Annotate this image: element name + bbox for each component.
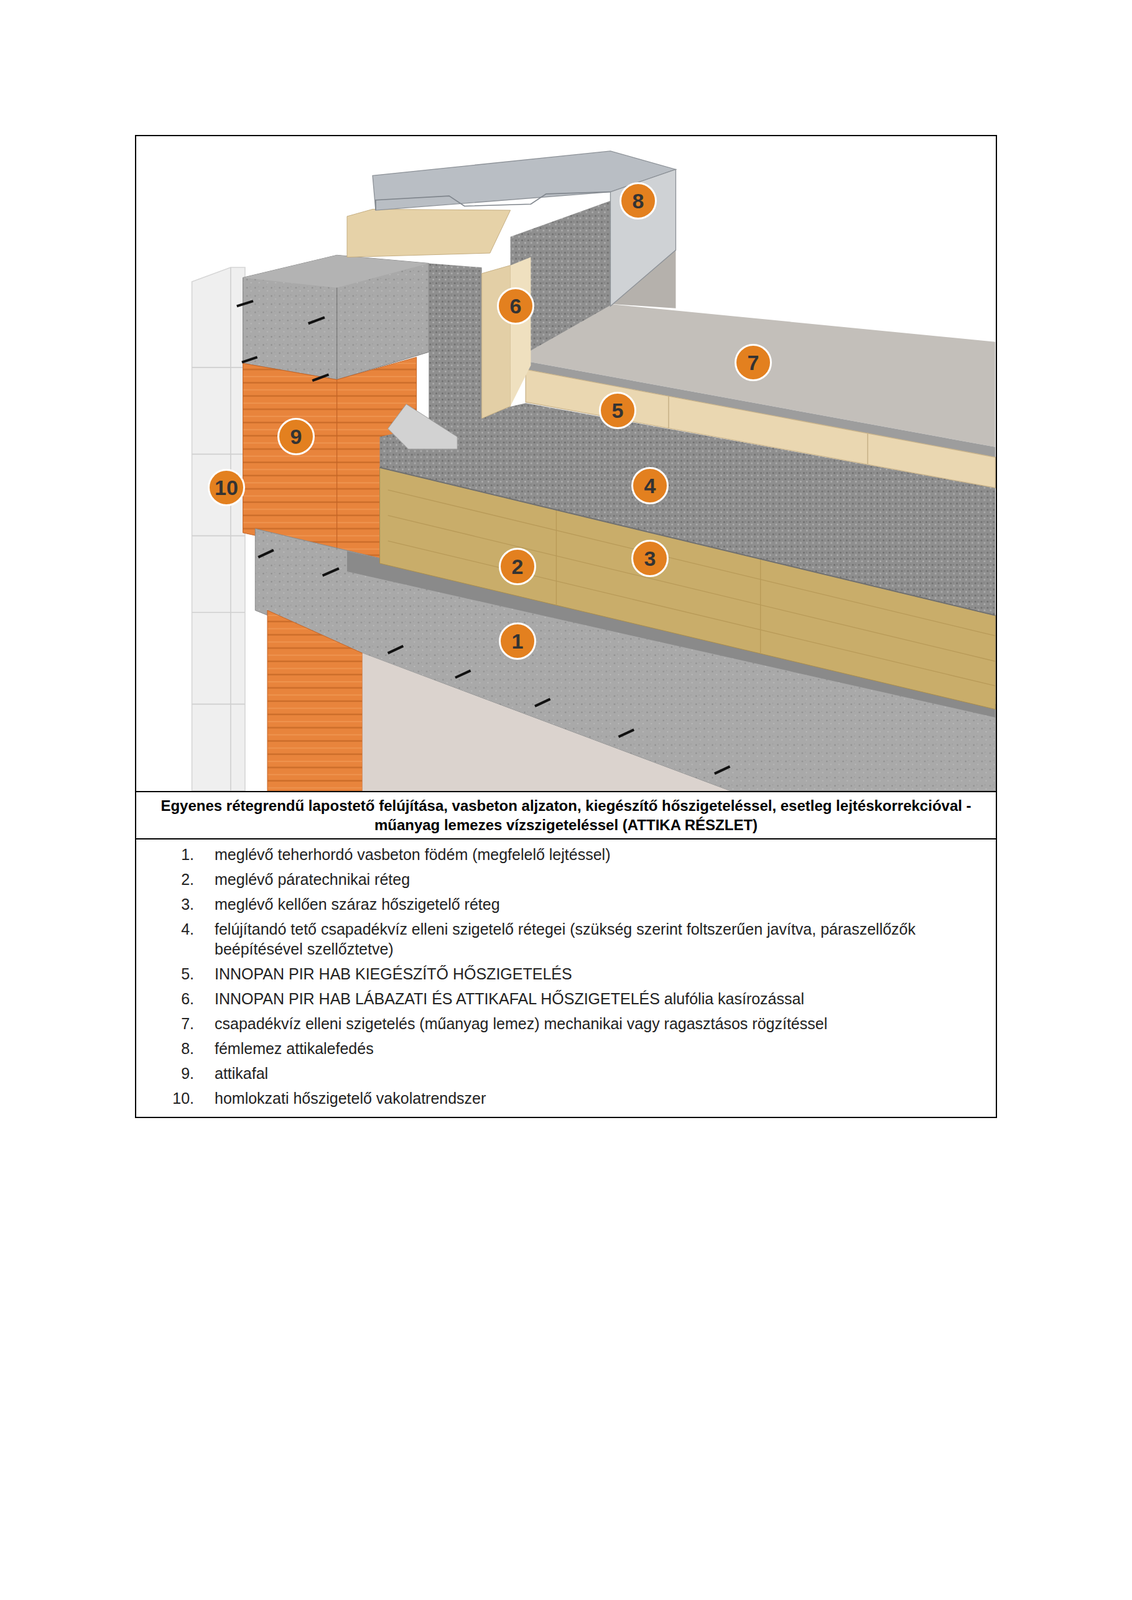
cut-marks xyxy=(236,301,731,774)
pir-attic-board-side xyxy=(510,257,532,407)
metal-coping-flap xyxy=(610,169,676,307)
caption-title: Egyenes rétegrendű lapostető felújítása,… xyxy=(144,796,988,835)
list-item: 3. meglévő kellően száraz hőszigetelő rét… xyxy=(136,891,988,917)
brick-edge xyxy=(336,380,338,560)
callout-circle: 9 xyxy=(277,417,315,456)
callout-circle: 2 xyxy=(498,547,537,586)
ceiling-surface xyxy=(362,653,731,792)
list-item: 5. INNOPAN PIR HAB KIEGÉSZÍTŐ HŐSZIGETELÉ… xyxy=(136,961,988,987)
pir-seams xyxy=(668,396,868,465)
list-item: 6. INNOPAN PIR HAB LÁBAZATI ÉS ATTIKAFAL … xyxy=(136,986,988,1012)
attic-concrete xyxy=(243,255,430,380)
list-text: csapadékvíz elleni szigetelés (műanyag l… xyxy=(214,1011,988,1037)
list-number: 7. xyxy=(136,1011,195,1037)
callout-number: 2 xyxy=(511,556,524,578)
callout-number: 7 xyxy=(747,352,760,374)
pir-coping-insulation xyxy=(347,208,511,257)
illustration-area xyxy=(136,136,996,792)
list-item: 1. meglévő teherhordó vasbeton födém (meg… xyxy=(136,842,988,868)
list-text: INNOPAN PIR HAB KIEGÉSZÍTŐ HŐSZIGETELÉS xyxy=(214,961,988,987)
callout-number: 6 xyxy=(510,295,522,317)
list-number: 9. xyxy=(136,1061,195,1086)
list-item: 2. meglévő páratechnikai réteg xyxy=(136,867,988,892)
callout-circle: 10 xyxy=(207,468,246,507)
list-number: 6. xyxy=(136,986,195,1012)
callout-circle: 7 xyxy=(734,343,772,382)
facade-insulation xyxy=(192,267,246,792)
callout-number: 1 xyxy=(511,630,524,652)
list-number: 8. xyxy=(136,1036,195,1062)
pir-insulation xyxy=(525,369,996,488)
metal-coping-profile xyxy=(375,192,611,211)
list-text: attikafal xyxy=(214,1061,988,1086)
list-text: felújítandó tető csapadékvíz elleni szig… xyxy=(214,916,988,962)
list-number: 4. xyxy=(136,916,195,942)
callout-circle: 5 xyxy=(598,391,637,430)
callout-circle: 3 xyxy=(631,539,669,578)
old-waterproofing-edge xyxy=(380,467,996,616)
list-item: 8. fémlemez attikalefedés xyxy=(136,1036,988,1062)
lower-brick-wall xyxy=(267,610,363,791)
metal-angle xyxy=(388,404,458,450)
facade-joints xyxy=(192,267,246,792)
list-number: 2. xyxy=(136,867,195,892)
list-text: fémlemez attikalefedés xyxy=(214,1036,988,1062)
list-text: meglévő páratechnikai réteg xyxy=(214,867,988,892)
callout-number: 5 xyxy=(612,399,624,422)
attic-concrete-top xyxy=(243,255,430,288)
list-item: 4. felújítandó tető csapadékvíz elleni sz… xyxy=(136,916,988,962)
callout-circle: 6 xyxy=(496,287,535,325)
callout-number: 10 xyxy=(214,477,239,499)
caption-frame: Egyenes rétegrendű lapostető felújítása,… xyxy=(134,134,998,1119)
callout-circle: 1 xyxy=(498,622,537,660)
attic-concrete-edge xyxy=(336,287,338,381)
list-text: meglévő kellően száraz hőszigetelő réteg xyxy=(214,891,988,917)
callout-number: 9 xyxy=(290,426,303,448)
list-number: 5. xyxy=(136,961,195,987)
list-number: 10. xyxy=(136,1085,195,1111)
list-item: 7. csapadékvíz elleni szigetelés (műanyag… xyxy=(136,1011,988,1037)
list-item: 9. attikafal xyxy=(136,1061,988,1086)
list-item: 10. homlokzati hőszigetelő vakolatrendsze… xyxy=(136,1085,988,1111)
illustration-group xyxy=(192,151,996,792)
list-number: 1. xyxy=(136,842,195,868)
list-text: meglévő teherhordó vasbeton födém (megfe… xyxy=(214,842,988,868)
list-number: 3. xyxy=(136,891,195,917)
list-text: INNOPAN PIR HAB LÁBAZATI ÉS ATTIKAFAL HŐ… xyxy=(214,986,988,1012)
callout-number: 4 xyxy=(644,475,657,497)
callout-number: 3 xyxy=(644,547,657,570)
list-text: homlokzati hőszigetelő vakolatrendszer xyxy=(214,1085,988,1111)
callout-number: 8 xyxy=(632,190,645,212)
caption-title-row: Egyenes rétegrendű lapostető felújítása,… xyxy=(136,791,996,840)
caption-list: 1. meglévő teherhordó vasbeton födém (meg… xyxy=(136,839,996,1118)
callout-circle: 4 xyxy=(631,467,669,505)
callout-circle: 8 xyxy=(619,182,657,220)
pir-attic-board xyxy=(482,265,511,419)
